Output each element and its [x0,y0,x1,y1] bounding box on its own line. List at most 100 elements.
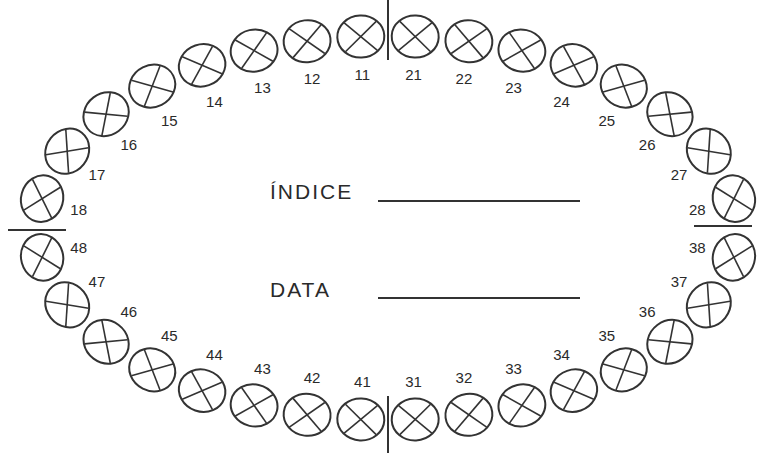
side-line-right [694,225,752,227]
tooth-cross [46,283,89,326]
tooth-number: 22 [456,71,473,86]
tooth-outline [227,25,282,76]
tooth-number: 28 [689,202,706,217]
tooth-cross [503,388,541,423]
tooth-number: 38 [689,240,706,255]
tooth-cross [451,398,486,431]
tooth-cross [451,398,486,431]
tooth-number: 37 [671,274,688,289]
tooth-cross [687,283,730,326]
tooth-cross [603,350,645,390]
tooth-outline [336,397,385,441]
field-label: ÍNDICE [270,181,353,202]
tooth-number: 16 [121,137,138,152]
tooth-number: 41 [354,374,371,389]
tooth-number: 43 [254,361,271,376]
tooth-symbol [391,15,440,59]
tooth-symbol [336,397,385,441]
tooth-outline [122,57,183,116]
tooth-number: 11 [355,67,371,82]
tooth-outline [707,170,760,227]
tooth-cross [503,33,541,68]
tooth-cross [503,388,541,423]
field-label: DATA [270,279,331,300]
tooth-outline [494,380,549,431]
tooth-outline [122,341,183,400]
tooth-outline [75,311,138,373]
tooth-number: 24 [553,94,570,109]
tooth-number: 12 [304,71,321,86]
tooth-cross [716,238,753,277]
tooth-cross [554,46,594,84]
tooth-cross [131,66,173,106]
tooth-number: 23 [505,80,522,95]
tooth-number: 42 [304,370,321,385]
tooth-symbol [75,311,138,373]
tooth-cross [603,66,645,106]
tooth-cross [289,25,324,58]
tooth-cross [687,130,730,173]
tooth-number: 48 [70,240,87,255]
tooth-cross [344,21,377,51]
tooth-cross [24,238,61,277]
tooth-cross [85,321,128,363]
tooth-symbol [391,397,440,441]
tooth-cross [451,25,486,58]
tooth-outline [443,17,495,65]
tooth-outline [707,229,760,286]
tooth-number: 17 [89,167,106,182]
fill-in-line [378,200,580,202]
fill-in-line [378,297,580,299]
tooth-number: 32 [456,370,473,385]
tooth-symbol [281,17,333,65]
tooth-symbol [122,341,183,400]
tooth-number: 25 [598,113,615,128]
tooth-symbol [443,391,495,439]
tooth-symbol [593,341,654,400]
tooth-cross [235,33,273,68]
tooth-cross [687,283,730,326]
tooth-symbol [593,57,654,116]
tooth-symbol [707,170,760,227]
tooth-number: 18 [70,202,87,217]
tooth-symbol [443,17,495,65]
tooth-cross [24,238,61,277]
tooth-cross [289,398,324,431]
tooth-outline [545,38,603,93]
tooth-cross [289,398,324,431]
tooth-outline [593,341,654,400]
tooth-cross [603,66,645,106]
tooth-cross [648,321,691,363]
tooth-cross [503,33,541,68]
tooth-number: 36 [639,304,656,319]
tooth-number: 14 [206,94,223,109]
tooth-symbol [75,83,138,145]
tooth-cross [182,372,222,410]
tooth-symbol [227,25,282,76]
tooth-number: 44 [206,347,223,362]
tooth-outline [227,380,282,431]
tooth-symbol [707,229,760,286]
tooth-cross [131,350,173,390]
tooth-symbol [173,38,231,93]
midline-bottom [387,396,389,453]
tooth-outline [545,363,603,418]
tooth-cross [716,238,753,277]
tooth-number: 13 [254,80,271,95]
tooth-outline [173,38,231,93]
tooth-outline [173,363,231,418]
tooth-outline [16,229,69,286]
tooth-cross [648,93,691,135]
tooth-cross [554,46,594,84]
tooth-cross [399,404,432,434]
tooth-cross [46,283,89,326]
side-line-left [8,229,66,231]
tooth-symbol [494,380,549,431]
tooth-outline [281,391,333,439]
tooth-cross [182,372,222,410]
tooth-cross [648,93,691,135]
tooth-cross [182,46,222,84]
tooth-number: 21 [405,67,422,82]
tooth-cross [344,404,377,434]
